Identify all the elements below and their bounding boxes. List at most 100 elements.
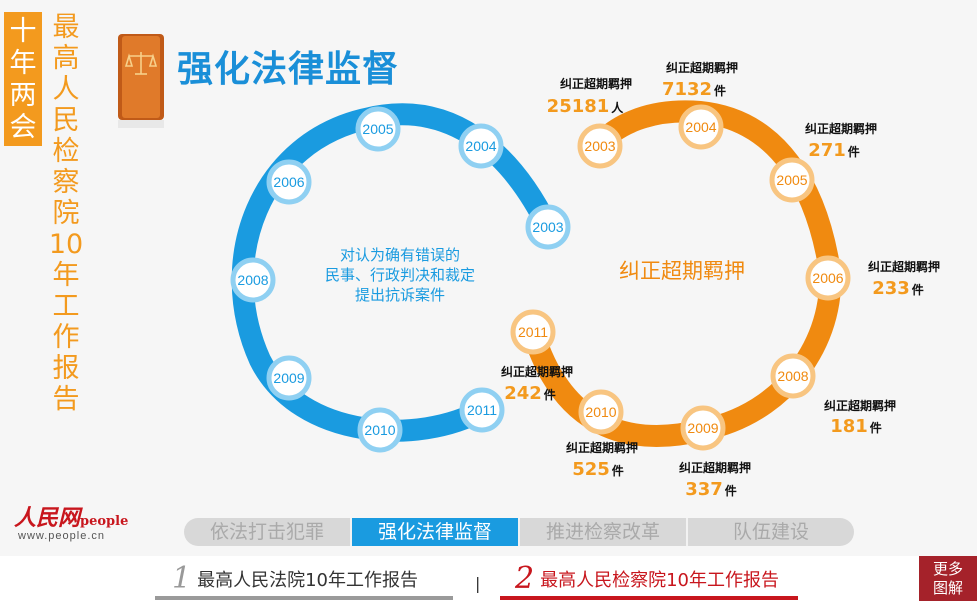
orange-year-node-year: 2005 (776, 172, 807, 188)
report-underline (155, 596, 453, 600)
report-underline-active (500, 596, 798, 600)
data-unit: 件 (714, 83, 726, 98)
blue-year-node: 2004 (458, 123, 504, 169)
data-label-caption: 纠正超期羁押 (666, 60, 738, 75)
data-value: 181 (830, 416, 868, 437)
orange-year-node-circle (770, 353, 816, 399)
blue-year-node-year: 2004 (465, 138, 496, 154)
blue-year-node-circle (355, 106, 401, 152)
report-number: 1 (172, 561, 192, 596)
report-number: 2 (515, 561, 535, 596)
data-label-caption: 纠正超期羁押 (824, 398, 896, 413)
blue-ring-text-2: 民事、行政判决和裁定 (325, 266, 475, 284)
orange-year-node-year: 2010 (585, 404, 616, 420)
tab-reform[interactable]: 推进检察改革 (518, 518, 686, 546)
data-value: 525 (572, 459, 610, 480)
section-tabs: 依法打击犯罪 强化法律监督 推进检察改革 队伍建设 (184, 518, 854, 546)
orange-year-node-year: 2006 (812, 270, 843, 286)
blue-year-node-year: 2009 (273, 370, 304, 386)
orange-year-node-circle (577, 123, 623, 169)
tab-supervision[interactable]: 强化法律监督 (350, 518, 518, 546)
data-unit: 件 (725, 483, 737, 498)
data-value: 242 (504, 383, 542, 404)
page-title: 强化法律监督 (177, 49, 400, 90)
data-value: 271 (808, 140, 846, 161)
orange-year-node-year: 2011 (518, 324, 548, 340)
blue-year-node: 2011 (459, 387, 505, 433)
blue-year-node-circle (357, 407, 403, 453)
blue-year-node: 2005 (355, 106, 401, 152)
data-unit: 件 (544, 387, 556, 402)
blue-year-node-circle (266, 159, 312, 205)
report-label: 最高人民检察院10年工作报告 (540, 570, 779, 591)
blue-year-node-year: 2011 (467, 402, 497, 418)
blue-ring-text-3: 提出抗诉案件 (355, 286, 445, 304)
blue-year-node: 2010 (357, 407, 403, 453)
logo-name: 人民网 (14, 505, 81, 531)
blue-year-node: 2006 (266, 159, 312, 205)
data-label-caption: 纠正超期羁押 (868, 259, 940, 274)
side-tag: 十年两会 (4, 12, 42, 146)
orange-year-node: 2009 (680, 405, 726, 451)
orange-year-node-year: 2008 (777, 368, 808, 384)
report-link-procuratorate[interactable]: 2 最高人民检察院10年工作报告 (515, 564, 779, 594)
orange-year-node: 2011 (510, 309, 556, 355)
data-unit: 件 (912, 282, 924, 297)
orange-year-node: 2008 (770, 353, 816, 399)
more-graphics-button[interactable]: 更多 图解 (919, 556, 977, 601)
blue-year-node: 2003 (525, 204, 571, 250)
orange-ring-text: 纠正超期羁押 (619, 259, 745, 283)
side-title: 最高人民检察院10年工作报告 (48, 12, 84, 415)
blue-year-node-year: 2008 (237, 272, 268, 288)
tab-team[interactable]: 队伍建设 (686, 518, 854, 546)
orange-year-node-circle (510, 309, 556, 355)
report-label: 最高人民法院10年工作报告 (197, 570, 418, 591)
blue-ring-text-1: 对认为确有错误的 (340, 246, 460, 264)
data-unit: 人 (611, 100, 624, 115)
orange-year-node-circle (578, 389, 624, 435)
data-label-caption: 纠正超期羁押 (501, 364, 573, 379)
people-logo: 人民网people (14, 500, 128, 532)
orange-year-node-year: 2004 (685, 119, 716, 135)
data-unit: 件 (848, 144, 860, 159)
blue-year-node-circle (266, 355, 312, 401)
more-label-1: 更多 (932, 560, 963, 578)
footer: 1 最高人民法院10年工作报告 | 2 最高人民检察院10年工作报告 更多 图解 (0, 556, 977, 601)
more-label-2: 图解 (932, 579, 963, 597)
orange-year-node: 2006 (805, 255, 851, 301)
data-value: 233 (872, 278, 910, 299)
blue-year-node-year: 2005 (362, 121, 393, 137)
data-label-caption: 纠正超期羁押 (560, 76, 632, 91)
blue-year-node-circle (230, 257, 276, 303)
data-unit: 件 (612, 463, 624, 478)
data-label-caption: 纠正超期羁押 (679, 460, 751, 475)
orange-year-node-circle (805, 255, 851, 301)
orange-year-node: 2004 (678, 104, 724, 150)
footer-divider: | (475, 574, 481, 593)
orange-year-node-year: 2009 (687, 420, 718, 436)
report-link-court[interactable]: 1 最高人民法院10年工作报告 (172, 564, 418, 594)
data-label-caption: 纠正超期羁押 (805, 121, 877, 136)
blue-year-node-year: 2006 (273, 174, 304, 190)
law-book-icon (118, 34, 164, 128)
data-value: 7132 (662, 79, 712, 100)
blue-year-node: 2009 (266, 355, 312, 401)
logo-suffix: people (80, 514, 129, 529)
blue-year-node-circle (459, 387, 505, 433)
blue-year-node: 2008 (230, 257, 276, 303)
orange-year-node-circle (769, 157, 815, 203)
tab-crime[interactable]: 依法打击犯罪 (209, 521, 324, 543)
orange-year-node: 2010 (578, 389, 624, 435)
data-unit: 件 (870, 420, 882, 435)
orange-year-node: 2005 (769, 157, 815, 203)
orange-year-node: 2003 (577, 123, 623, 169)
blue-year-node-circle (458, 123, 504, 169)
data-value: 337 (685, 479, 723, 500)
blue-year-node-year: 2003 (532, 219, 563, 235)
